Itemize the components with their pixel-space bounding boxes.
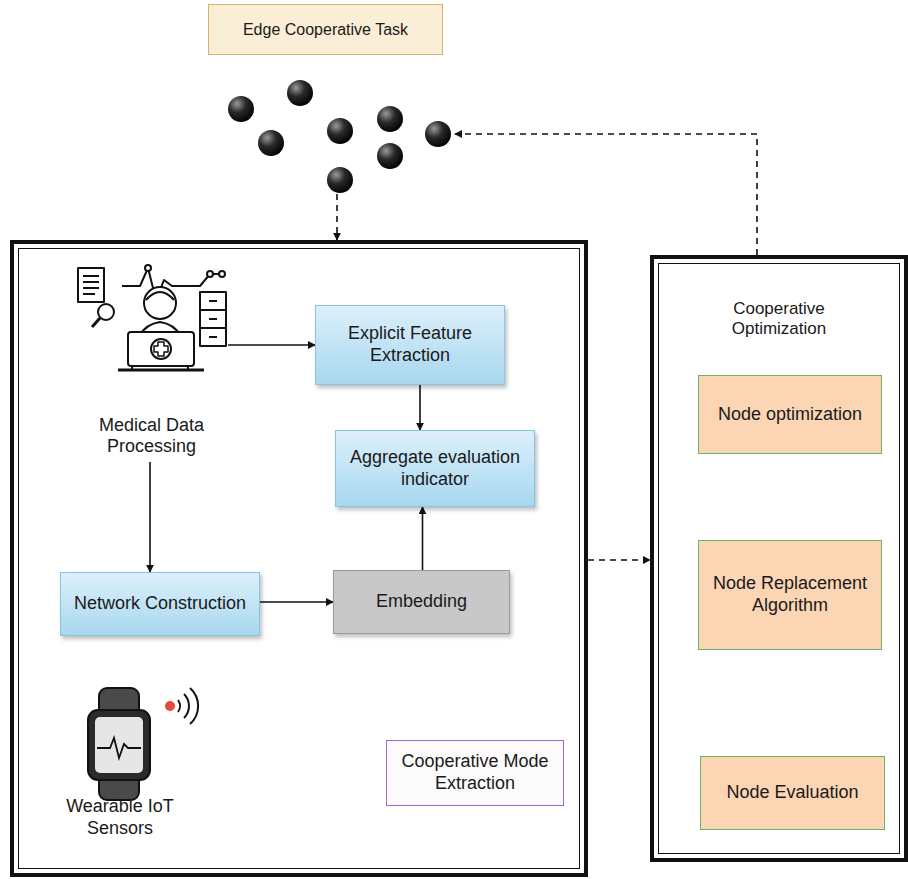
flow-arrow	[422, 507, 424, 570]
box-label: Node Evaluation	[726, 782, 858, 804]
panel-title: Cooperative Optimization	[694, 299, 864, 340]
process-box: Explicit Feature Extraction	[315, 305, 505, 385]
flow-arrow	[455, 134, 757, 255]
flow-arrow	[336, 194, 338, 240]
mode-box: Cooperative Mode Extraction	[386, 740, 564, 806]
flow-arrow	[588, 559, 650, 561]
box-label: Network Construction	[74, 593, 246, 615]
box-label: Cooperative Mode Extraction	[397, 751, 553, 794]
box-label: Embedding	[376, 591, 467, 613]
process-box: Aggregate evaluation indicator	[335, 430, 535, 507]
flow-arrow	[149, 462, 151, 572]
process-box: Embedding	[333, 570, 510, 634]
flow-arrow	[419, 385, 421, 430]
box-label: Aggregate evaluation indicator	[346, 447, 524, 490]
icon-caption: Medical Data Processing	[75, 415, 228, 458]
extraction-panel: Medical Data Processing Explicit Feature …	[10, 240, 588, 877]
task-group: Edge Cooperative Task	[208, 4, 455, 194]
medical-icon	[78, 265, 226, 370]
task-dots	[228, 80, 451, 193]
flow-arrow	[260, 601, 333, 603]
icon-caption: Wearable IoT Sensors	[50, 796, 190, 839]
box-label: Node optimization	[718, 404, 862, 426]
task-title: Edge Cooperative Task	[208, 4, 443, 55]
wearable-icon	[88, 688, 198, 800]
flow-arrow	[228, 344, 315, 346]
process-box: Node Replacement Algorithm	[698, 540, 882, 650]
box-label: Explicit Feature Extraction	[326, 323, 494, 366]
process-box: Node Evaluation	[700, 756, 885, 830]
optimization-panel: Node optimizationNode Replacement Algori…	[650, 255, 908, 862]
box-label: Node Replacement Algorithm	[709, 573, 871, 616]
process-box: Network Construction	[60, 572, 260, 636]
process-box: Node optimization	[698, 375, 882, 454]
icon-node: Medical Data Processing	[75, 262, 228, 462]
